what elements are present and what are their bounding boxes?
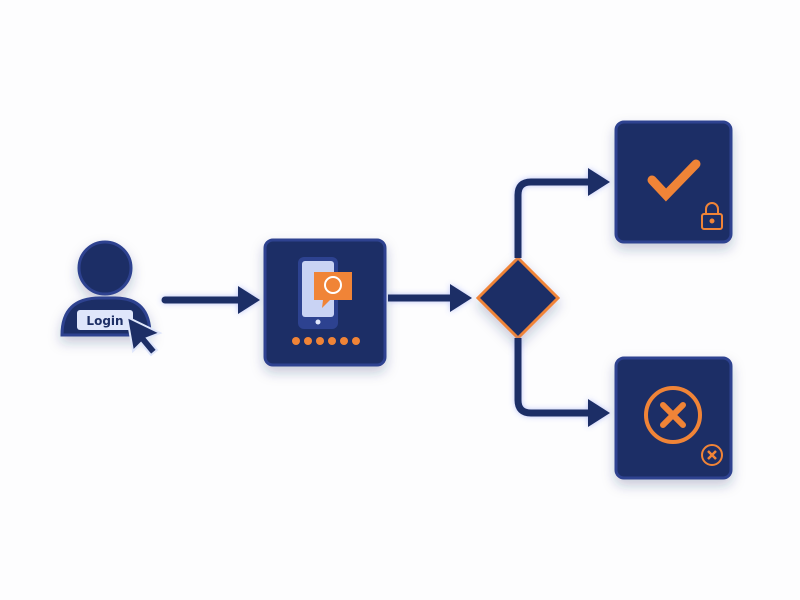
arrow-verify-to-decision (388, 284, 472, 312)
cursor-icon (125, 315, 163, 357)
checkmark-icon (647, 159, 701, 202)
lock-icon (701, 202, 723, 230)
small-x-badge-icon (701, 444, 723, 466)
whatsapp-message-icon (314, 272, 352, 308)
login-label: Login (86, 314, 123, 328)
decision-diamond (475, 255, 561, 341)
arrow-to-failure (514, 338, 610, 427)
login-button[interactable]: Login (77, 310, 133, 330)
error-x-icon (644, 386, 702, 444)
arrow-to-success (514, 168, 610, 258)
arrow-user-to-verify (161, 286, 260, 314)
code-dots (292, 337, 360, 345)
